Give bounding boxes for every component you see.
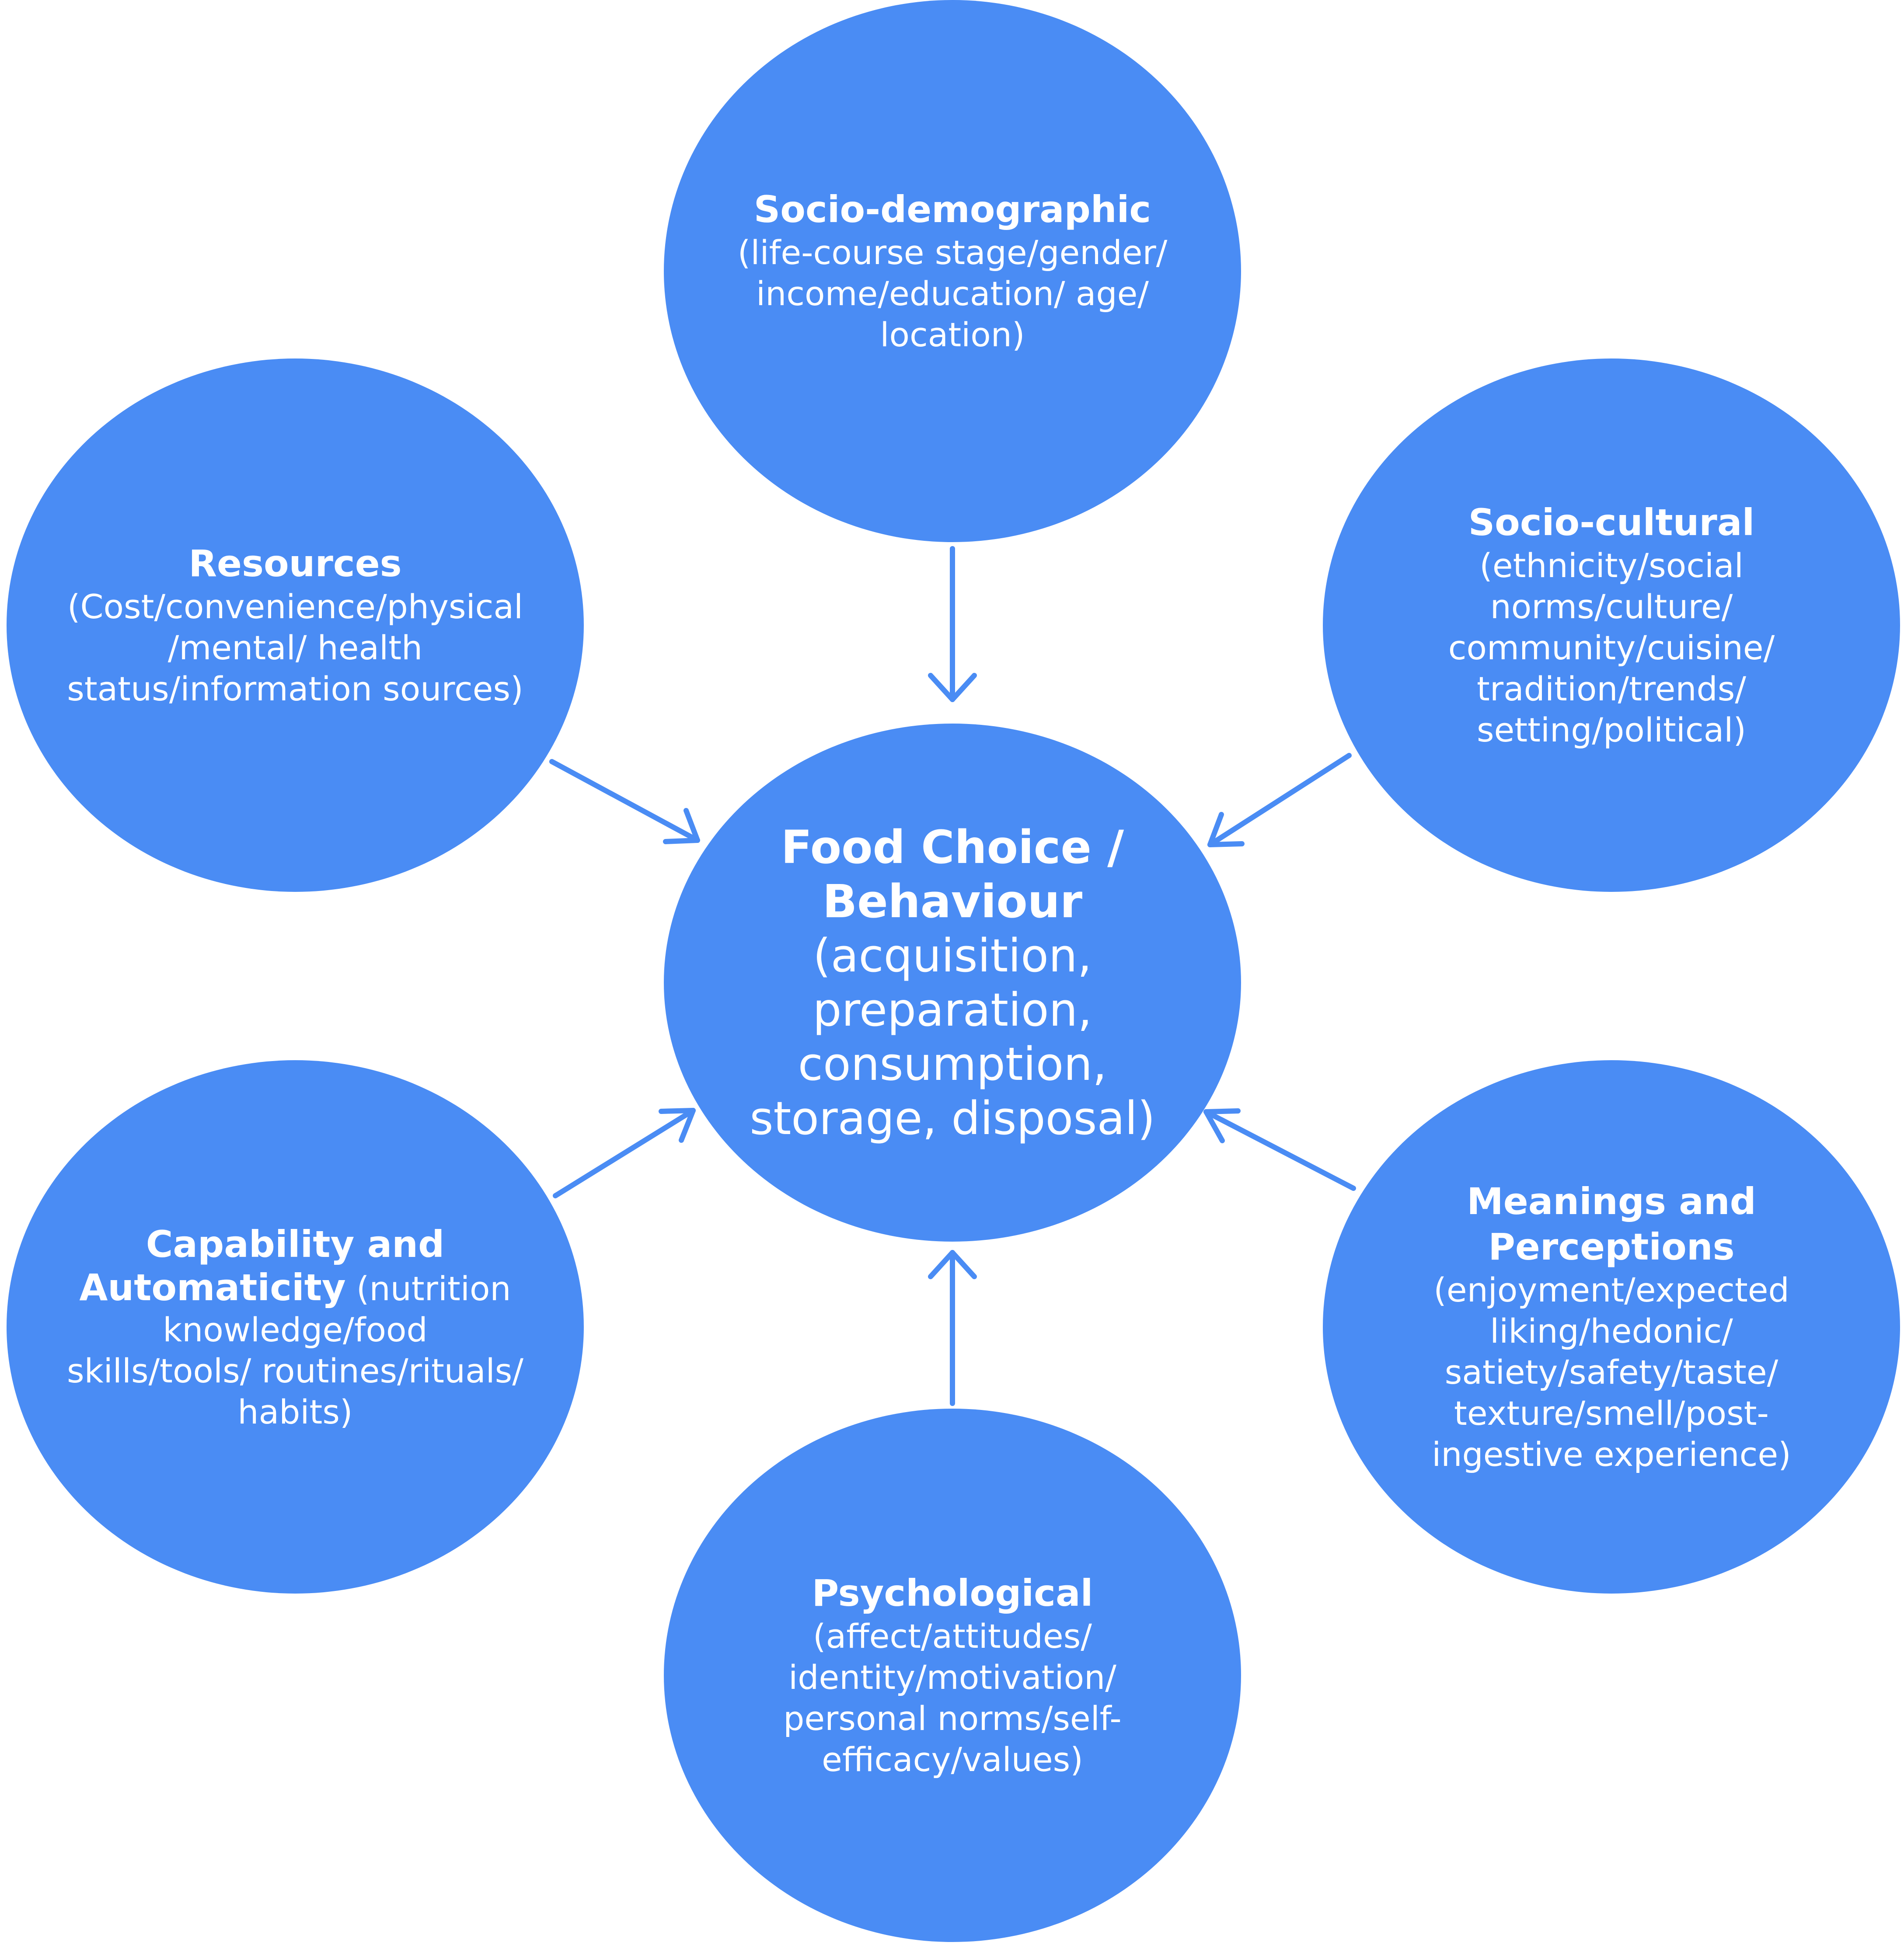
node-capability-automaticity: Capability and Automaticity (nutrition k… (7, 1060, 584, 1594)
center-title-line2: Behaviour (822, 874, 1083, 928)
node-desc-line: texture/smell/post- (1454, 1394, 1769, 1433)
node-desc-line: skills/tools/ routines/rituals/ (67, 1351, 523, 1390)
node-desc-line: liking/hedonic/ (1490, 1312, 1733, 1350)
arrow-socio-demographic (928, 546, 977, 702)
node-title: Socio-demographic (753, 188, 1151, 231)
node-desc-line: satiety/safety/taste/ (1444, 1353, 1778, 1392)
arrow-psychological (928, 1250, 977, 1406)
node-desc-line: efficacy/values) (822, 1740, 1083, 1779)
node-title-line1: Capability and (146, 1222, 445, 1266)
node-desc-line: ingestive experience) (1432, 1435, 1791, 1474)
arrow-resources (549, 759, 700, 844)
center-desc-line: storage, disposal) (750, 1091, 1155, 1145)
node-psychological: Psychological (affect/attitudes/ identit… (664, 1409, 1241, 1942)
node-desc-line: (life-course stage/gender/ (737, 233, 1168, 272)
node-desc-inline: (nutrition (345, 1269, 511, 1308)
node-title: Psychological (812, 1572, 1093, 1615)
node-desc-line: habits) (237, 1392, 353, 1431)
arrow-meanings (1203, 1108, 1356, 1191)
node-desc-line: status/information sources) (67, 669, 523, 708)
center-title-line1: Food Choice / (781, 820, 1124, 874)
arrow-socio-cultural (1207, 753, 1352, 847)
node-desc-line: income/education/ age/ (756, 274, 1149, 313)
node-desc-line: norms/culture/ (1490, 587, 1733, 626)
node-title-line2: Automaticity (79, 1266, 346, 1309)
center-node-food-choice: Food Choice / Behaviour (acquisition, pr… (664, 724, 1241, 1242)
node-desc-line: setting/political) (1476, 710, 1747, 749)
center-desc-line: preparation, (813, 983, 1092, 1037)
node-title: Socio-cultural (1468, 501, 1755, 544)
center-desc-line: (acquisition, (813, 929, 1092, 982)
node-desc-line: personal norms/self- (783, 1699, 1122, 1738)
node-desc-line: (ethnicity/social (1479, 546, 1744, 585)
node-socio-cultural: Socio-cultural (ethnicity/social norms/c… (1323, 358, 1900, 892)
node-desc-line: (affect/attitudes/ (813, 1617, 1092, 1656)
node-desc-line: (Cost/convenience/physical (67, 587, 523, 626)
node-desc-line: (enjoyment/expected (1433, 1270, 1789, 1309)
center-desc-line: consumption, (798, 1037, 1107, 1091)
node-desc-line: knowledge/food (163, 1310, 428, 1349)
node-meanings-perceptions: Meanings and Perceptions (enjoyment/expe… (1323, 1060, 1900, 1594)
node-socio-demographic: Socio-demographic (life-course stage/gen… (664, 0, 1241, 542)
node-title: Resources (188, 542, 402, 585)
node-desc-line: identity/motivation/ (788, 1658, 1116, 1697)
node-desc-line: /mental/ health (167, 628, 423, 667)
node-desc-line: location) (880, 315, 1025, 354)
node-desc-line: community/cuisine/ (1448, 628, 1775, 667)
node-title-line2-row: Automaticity (nutrition (79, 1267, 511, 1309)
arrow-capability (553, 1108, 696, 1198)
node-title-line1: Meanings and (1467, 1180, 1756, 1223)
node-resources: Resources (Cost/convenience/physical /me… (7, 358, 584, 892)
node-title-line2: Perceptions (1488, 1225, 1735, 1268)
node-desc-line: tradition/trends/ (1477, 669, 1746, 708)
